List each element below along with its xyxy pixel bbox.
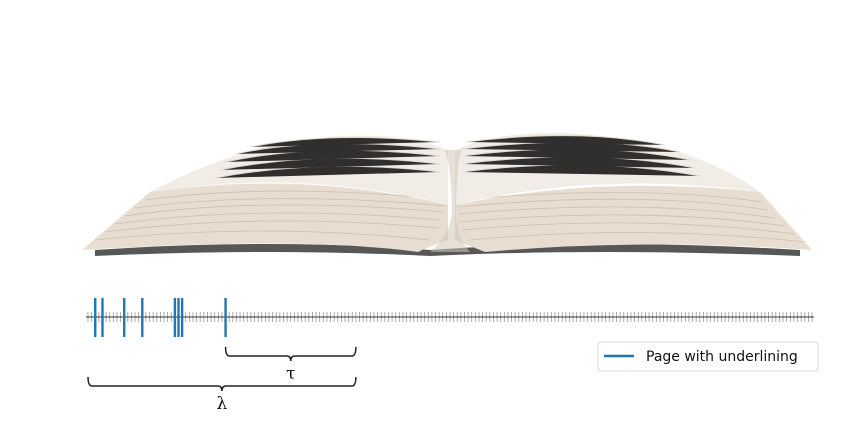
legend-label: Page with underlining xyxy=(646,349,798,365)
legend-box xyxy=(597,341,819,372)
book-right-text xyxy=(461,135,701,177)
book-spine-gutter xyxy=(430,150,470,252)
legend: Page with underlining xyxy=(597,341,819,372)
open-book-illustration xyxy=(82,133,812,256)
lambda-label: λ xyxy=(217,394,228,414)
lambda-brace: λ xyxy=(87,376,357,414)
book-left-page-edges xyxy=(94,190,448,241)
page-timeline xyxy=(86,298,814,337)
lambda-brace-path xyxy=(87,376,357,392)
tau-brace-path xyxy=(224,346,357,362)
tau-brace: τ xyxy=(224,346,357,384)
tau-label: τ xyxy=(286,364,295,384)
book-left-page-block xyxy=(82,183,448,252)
book-left-text xyxy=(214,137,441,179)
book-right-page-edges xyxy=(455,192,806,243)
